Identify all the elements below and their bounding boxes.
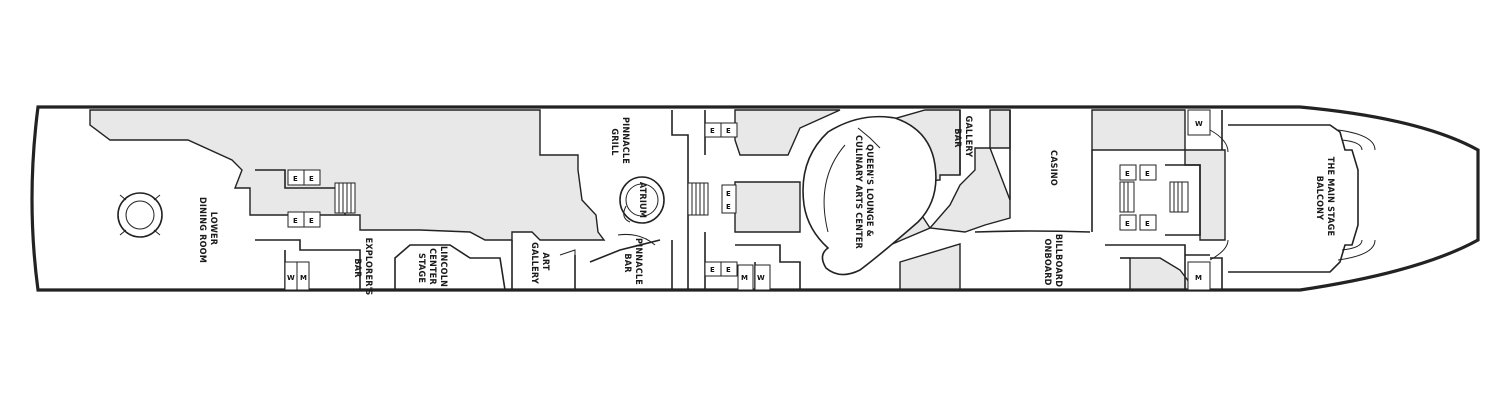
elevator-icon: E bbox=[1145, 220, 1150, 228]
atrium bbox=[619, 176, 665, 224]
lincoln-center-stage-label: LINCOLN CENTER STAGE bbox=[416, 246, 448, 290]
stair-blocks bbox=[334, 181, 1189, 216]
elevator-icon: E bbox=[726, 190, 731, 198]
queens-lounge-outline bbox=[802, 115, 937, 276]
aft-spiral-stair bbox=[117, 192, 163, 238]
pinnacle-grill-label: PINNACLE GRILL bbox=[609, 117, 630, 167]
forward-mid-shade bbox=[734, 181, 801, 233]
elevator-icon: E bbox=[710, 266, 715, 274]
main-stage-balcony-label: THE MAIN STAGE BALCONY bbox=[1314, 157, 1335, 240]
women-restroom-icon: W bbox=[287, 274, 295, 282]
atrium-label: ATRIUM bbox=[637, 182, 647, 218]
room-labels: LOWER DINING ROOM EXPLORER'S BAR LINCOLN… bbox=[197, 116, 1335, 299]
forward-stair-shade bbox=[1184, 149, 1226, 241]
elevator-icon: E bbox=[309, 175, 314, 183]
billboard-shade bbox=[899, 243, 961, 291]
explorers-bar-label: EXPLORER'S BAR bbox=[352, 238, 373, 299]
elevator-icon: E bbox=[293, 217, 298, 225]
elevator-icon: E bbox=[1125, 220, 1130, 228]
women-restroom-icon: W bbox=[757, 274, 765, 282]
women-restroom-icon: W bbox=[1195, 120, 1203, 128]
main-stage-balcony-outline bbox=[1228, 124, 1359, 273]
elevator-icon: E bbox=[726, 127, 731, 135]
casino-right-shade bbox=[1091, 109, 1186, 151]
forward-port-shade bbox=[734, 109, 841, 156]
elevator-icon: E bbox=[726, 203, 731, 211]
elevator-symbols: E E E E E E E E E E E E E E bbox=[293, 127, 1150, 274]
hull-outline bbox=[30, 105, 1480, 292]
casino-left-shade bbox=[928, 147, 1011, 233]
men-restroom-icon: M bbox=[741, 274, 748, 282]
queens-lounge-label: QUEEN'S LOUNGE & CULINARY ARTS CENTER bbox=[853, 135, 874, 250]
gallery-bar-label: GALLERY BAR bbox=[952, 116, 973, 161]
stairwell-right-shade bbox=[989, 109, 1011, 149]
casino-label: CASINO bbox=[1048, 150, 1058, 186]
interior-walls bbox=[255, 110, 1223, 291]
shaded-areas bbox=[89, 109, 1226, 291]
restroom-symbols: W M M W W M bbox=[287, 120, 1203, 282]
forward-stairs bbox=[1209, 129, 1376, 261]
elevator-icon: E bbox=[726, 266, 731, 274]
men-restroom-icon: M bbox=[300, 274, 307, 282]
men-restroom-icon: M bbox=[1195, 274, 1202, 282]
elevator-icon: E bbox=[710, 127, 715, 135]
aft-crew-area bbox=[89, 109, 606, 241]
elevator-icon: E bbox=[1125, 170, 1130, 178]
elevator-icon: E bbox=[293, 175, 298, 183]
art-gallery-label: ART GALLERY bbox=[529, 242, 550, 284]
pinnacle-bar-label: PINNACLE BAR bbox=[622, 238, 643, 288]
service-boxes bbox=[284, 109, 1211, 291]
elevator-icon: E bbox=[1145, 170, 1150, 178]
elevator-icon: E bbox=[309, 217, 314, 225]
lower-dining-room-label: LOWER DINING ROOM bbox=[197, 197, 218, 263]
billboard-onboard-label: BILLBOARD ONBOARD bbox=[1042, 234, 1063, 290]
